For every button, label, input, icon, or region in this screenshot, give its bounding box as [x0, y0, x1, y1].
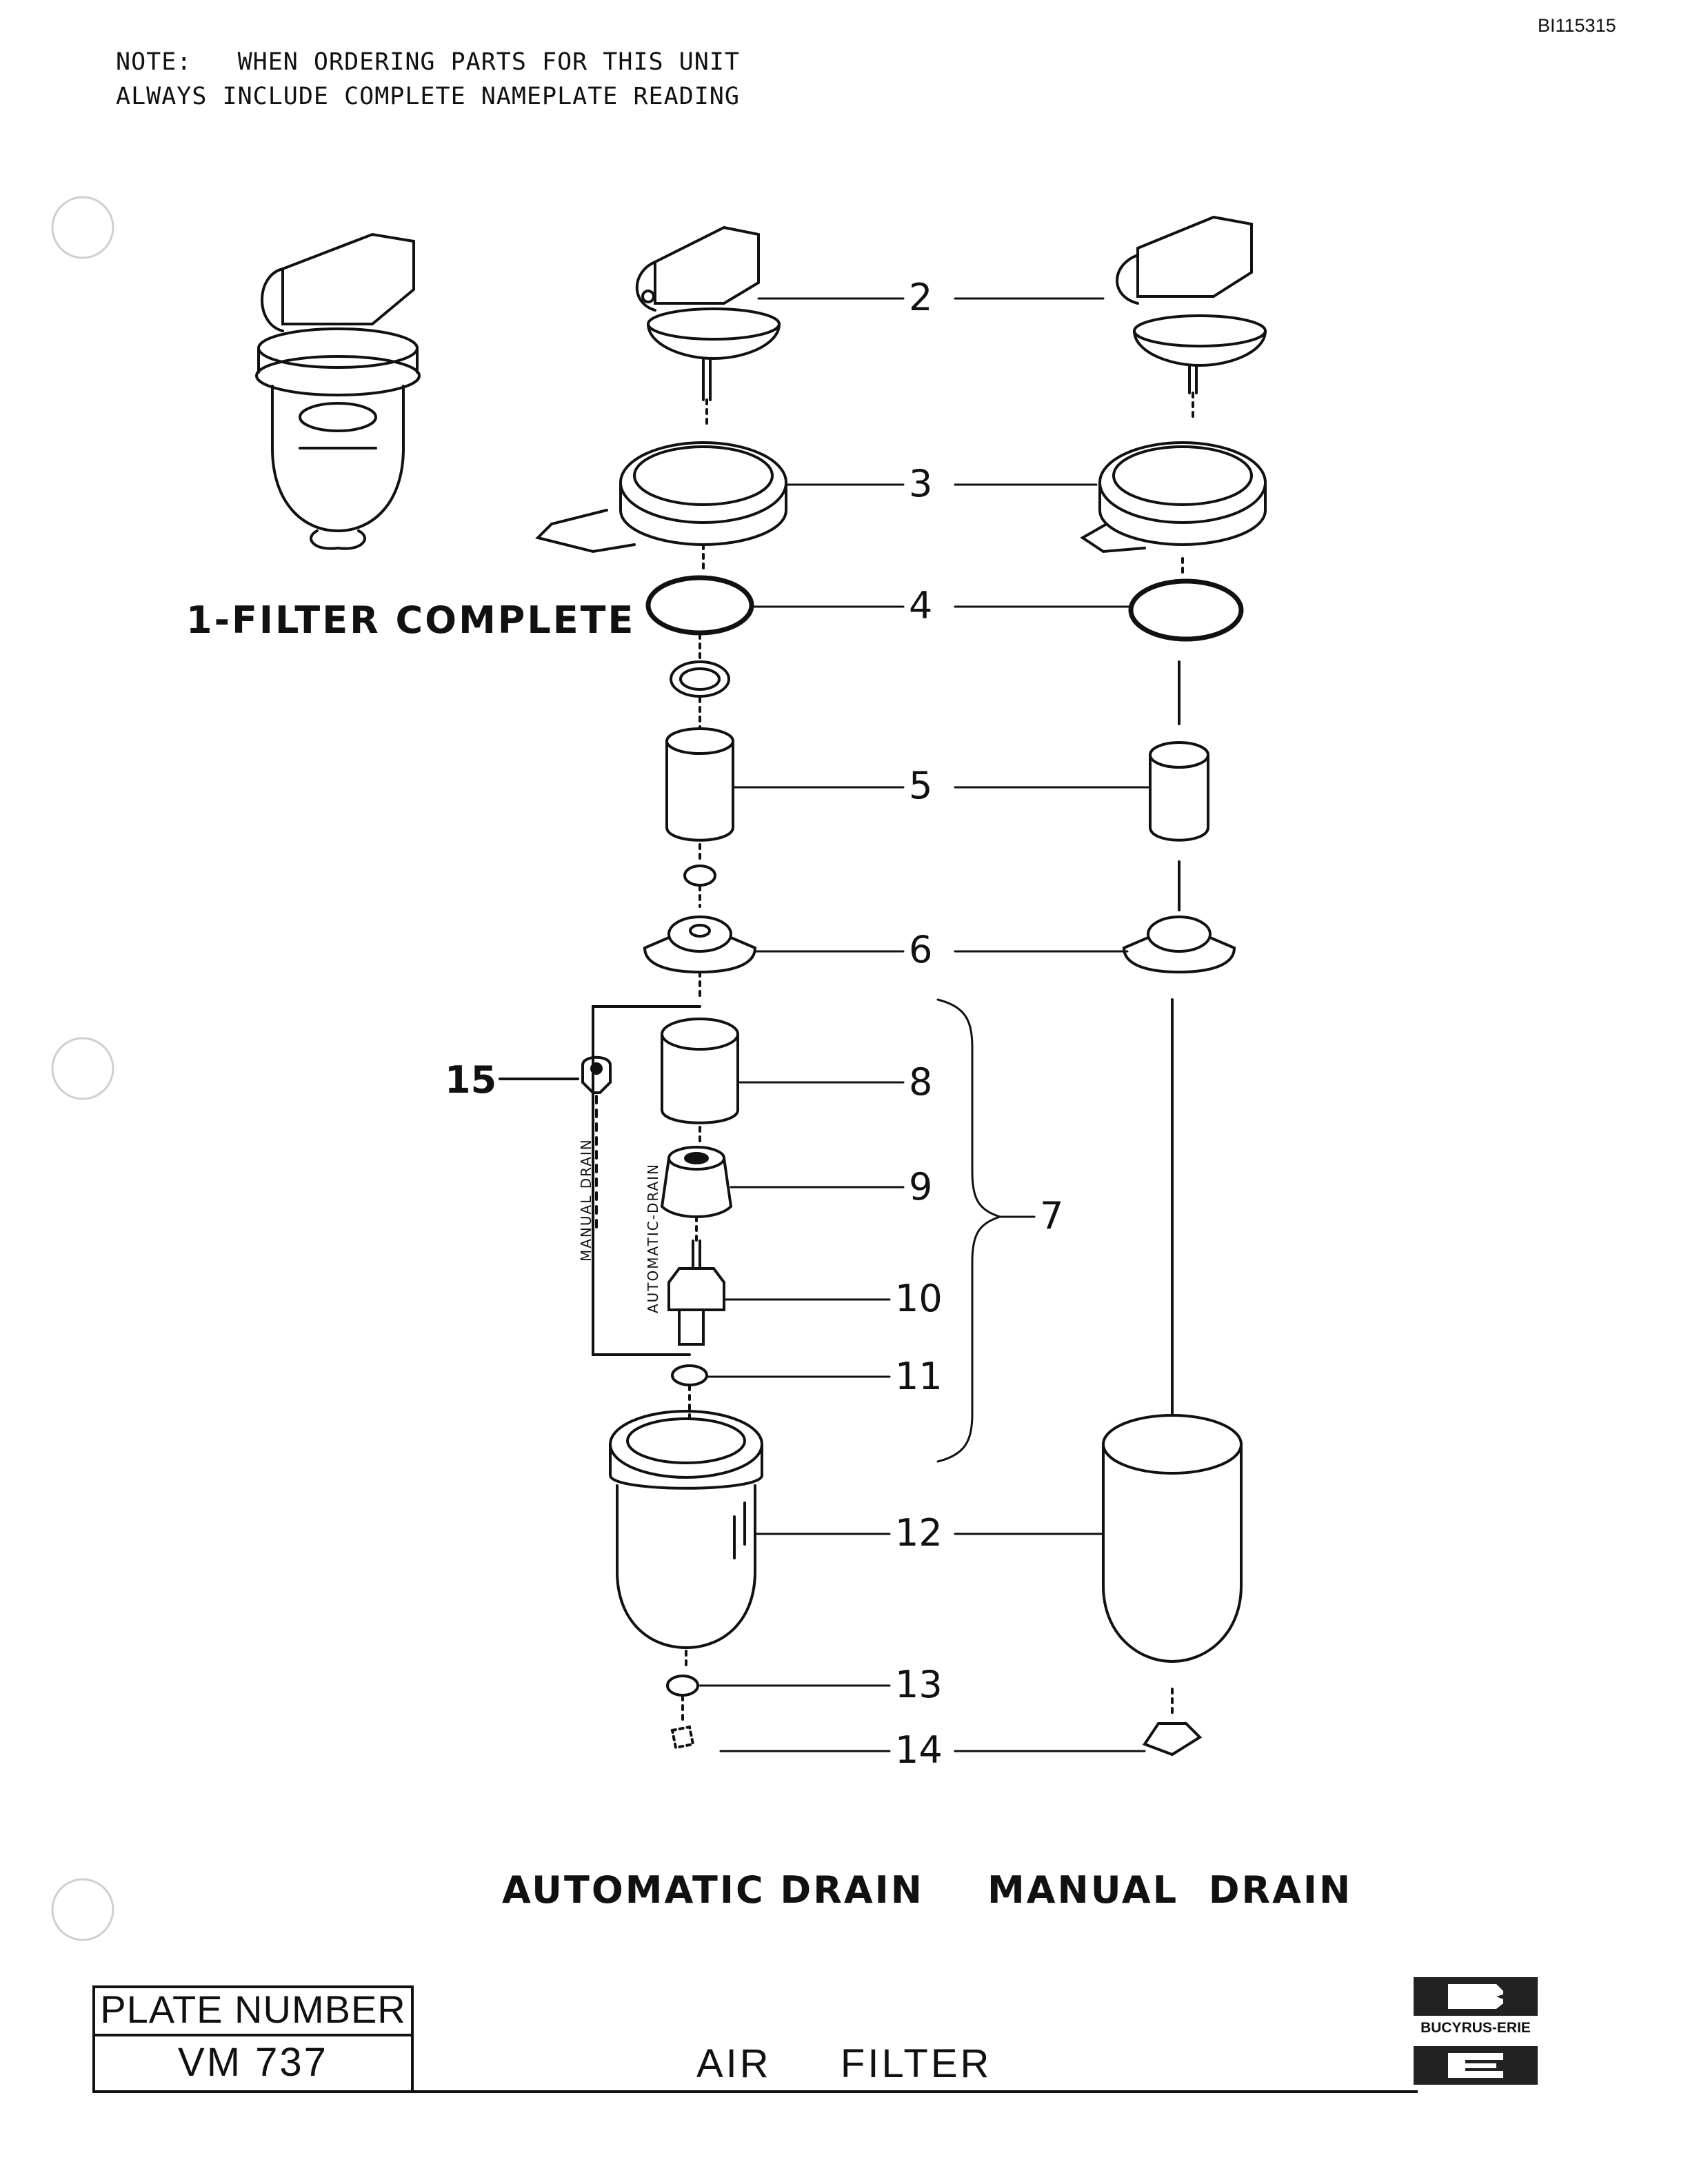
callout-12: 12	[895, 1511, 943, 1555]
note-line-2: ALWAYS INCLUDE COMPLETE NAMEPLATE READIN…	[116, 83, 740, 110]
document-id: BI115315	[1538, 15, 1616, 36]
automatic-drain-caption: AUTOMATIC DRAIN	[502, 1868, 924, 1912]
plate-divider	[92, 2034, 414, 2036]
manual-drain-column	[1080, 215, 1267, 1757]
bottom-rule	[414, 2090, 1418, 2093]
callout-5: 5	[909, 764, 933, 807]
callout-2: 2	[909, 276, 933, 319]
callout-15: 15	[445, 1058, 497, 1102]
plate-number-value: VM 737	[178, 2040, 328, 2085]
brand-name: BUCYRUS-ERIE	[1420, 2020, 1531, 2036]
callout-8: 8	[909, 1060, 933, 1104]
filter-complete-label: 1-FILTER COMPLETE	[186, 598, 636, 642]
automatic-drain-column	[499, 225, 787, 1750]
filter-complete-illustration	[255, 232, 421, 550]
manual-drain-caption: MANUAL DRAIN	[987, 1868, 1353, 1912]
note-line-1: NOTE: WHEN ORDERING PARTS FOR THIS UNIT	[116, 48, 740, 76]
plate-number-label: PLATE NUMBER	[100, 1988, 406, 2031]
callout-3: 3	[909, 462, 933, 505]
callout-10: 10	[895, 1277, 943, 1320]
callout-11: 11	[895, 1355, 943, 1398]
drawing-title: AIR FILTER	[696, 2041, 992, 2086]
callout-7: 7	[1040, 1194, 1064, 1237]
plate-number-box	[92, 1985, 414, 2093]
callout-4: 4	[909, 584, 933, 627]
leader-lines	[699, 297, 1149, 1752]
callout-9: 9	[909, 1165, 933, 1209]
callout-6: 6	[909, 928, 933, 971]
callout-13: 13	[895, 1663, 943, 1706]
callout-14: 14	[895, 1728, 943, 1772]
